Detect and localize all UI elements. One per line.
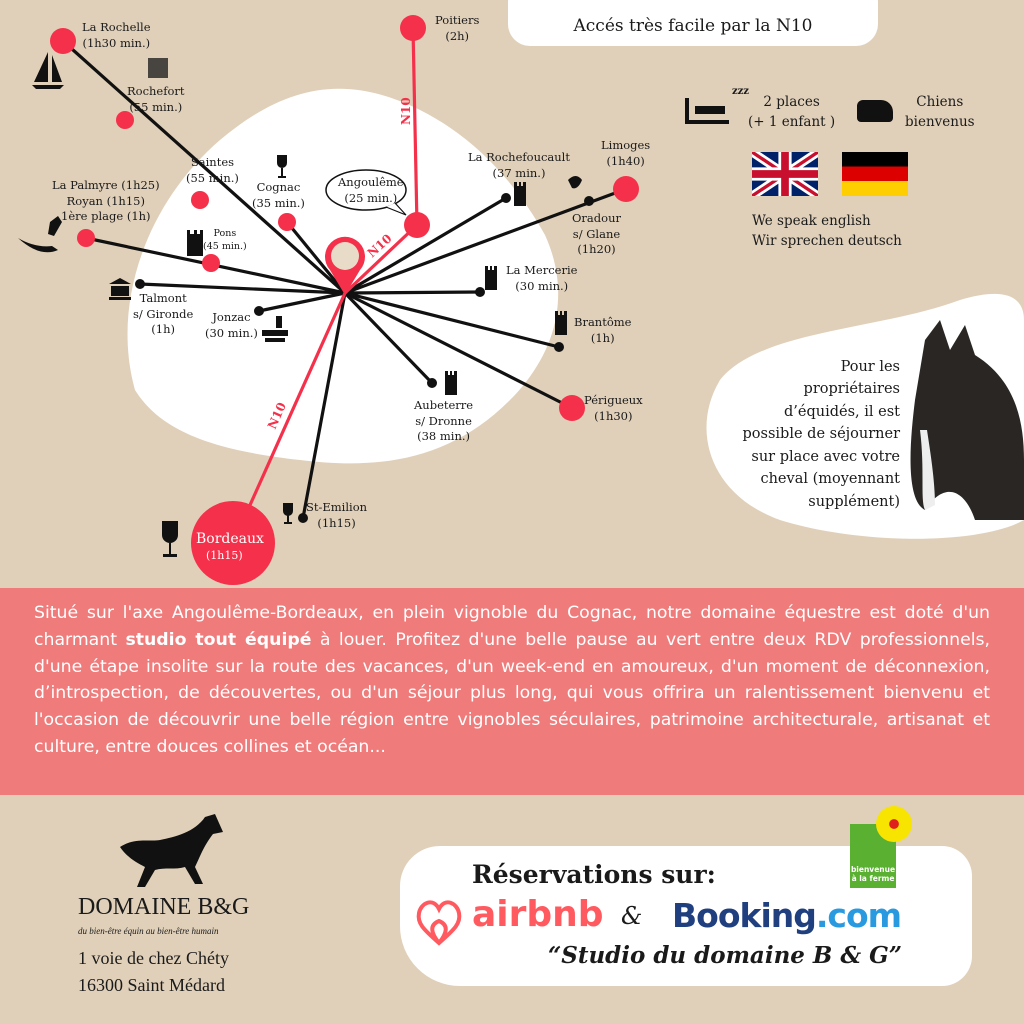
label-poitiers: Poitiers(2h)	[435, 13, 480, 43]
node-la-rochelle	[50, 28, 76, 54]
label-brantome: Brantôme(1h)	[574, 315, 632, 345]
beds-info: 2 places(+ 1 enfant )	[748, 94, 836, 130]
node-angouleme	[404, 212, 430, 238]
sailboat-icon	[32, 52, 64, 89]
label-angouleme: Angoulême(25 min.)	[338, 175, 404, 205]
surfer-icon	[18, 216, 62, 253]
angouleme-bubble	[325, 169, 407, 211]
access-banner: Accés très facile par la N10	[508, 0, 878, 46]
hub-pin-icon	[324, 236, 365, 295]
node-saintes	[191, 191, 209, 209]
castle-icon	[485, 266, 497, 290]
temple-icon	[109, 278, 131, 300]
description-band: Situé sur l'axe Angoulême-Bordeaux, en p…	[0, 588, 1024, 795]
node-pons	[202, 254, 220, 272]
label-rochefort: Rochefort(55 min.)	[127, 84, 185, 114]
castle-icon	[514, 182, 526, 206]
label-perigueux: Périgueux(1h30)	[584, 393, 643, 423]
node-brantome	[554, 342, 564, 352]
horse-head-image	[910, 320, 1024, 520]
label-saintes: Saintes(55 min.)	[186, 155, 239, 185]
ampersand: &	[621, 902, 643, 930]
castle-icon	[187, 230, 203, 256]
label-limoges: Limoges(1h40)	[601, 138, 651, 168]
label-la-rochefoucault: La Rochefoucault(37 min.)	[468, 150, 570, 180]
bed-icon: zzz	[685, 86, 749, 124]
label-la-mercerie: La Mercerie(30 min.)	[506, 263, 578, 293]
node-la-rochefoucault	[501, 193, 511, 203]
node-poitiers	[400, 15, 426, 41]
dove-icon	[568, 176, 582, 189]
wine-glass-icon	[162, 521, 178, 557]
brand-tagline: du bien-être équin au bien-être humain	[78, 926, 219, 936]
horse-logo-icon	[120, 814, 223, 887]
label-bordeaux: Bordeaux(1h15)	[196, 531, 264, 562]
studio-name: “Studio du domaine B & G”	[548, 942, 903, 969]
node-rochefort	[116, 111, 134, 129]
label-jonzac: Jonzac(30 min.)	[205, 310, 258, 340]
label-cognac: Cognac(35 min.)	[252, 180, 305, 210]
node-la-mercerie	[475, 287, 485, 297]
node-jonzac	[254, 306, 264, 316]
node-talmont	[135, 279, 145, 289]
label-la-rochelle: La Rochelle(1h30 min.)	[82, 20, 151, 50]
castle-icon	[445, 371, 457, 395]
brand-name: DOMAINE B&G	[78, 894, 250, 920]
label-st-emilion: St-Emilion(1h15)	[306, 500, 368, 530]
node-oradour	[584, 196, 594, 206]
flower-icon	[876, 806, 912, 842]
castle-icon	[555, 311, 567, 335]
node-perigueux	[559, 395, 585, 421]
node-aubeterre	[427, 378, 437, 388]
node-st-emilion	[298, 513, 308, 523]
wine-glass-icon	[283, 503, 293, 524]
reservations-title: Réservations sur:	[472, 860, 716, 889]
ship-icon	[148, 58, 168, 78]
spa-icon	[262, 316, 288, 342]
node-cognac	[278, 213, 296, 231]
n10-label: N10	[399, 97, 413, 125]
german-flag-icon	[842, 152, 908, 196]
label-pons: Pons(45 min.)	[203, 228, 247, 252]
airbnb-link[interactable]: airbnb	[472, 894, 604, 935]
label-la-palmyre: La Palmyre (1h25)Royan (1h15)1ère plage …	[52, 178, 160, 224]
airbnb-logo-icon[interactable]	[413, 893, 465, 949]
dog-icon	[857, 100, 893, 122]
uk-flag-icon	[752, 152, 818, 196]
node-la-palmyre	[77, 229, 95, 247]
node-limoges	[613, 176, 639, 202]
node-bordeaux	[191, 501, 275, 585]
booking-link[interactable]: Booking.com	[672, 896, 902, 935]
wine-glass-icon	[277, 155, 287, 178]
